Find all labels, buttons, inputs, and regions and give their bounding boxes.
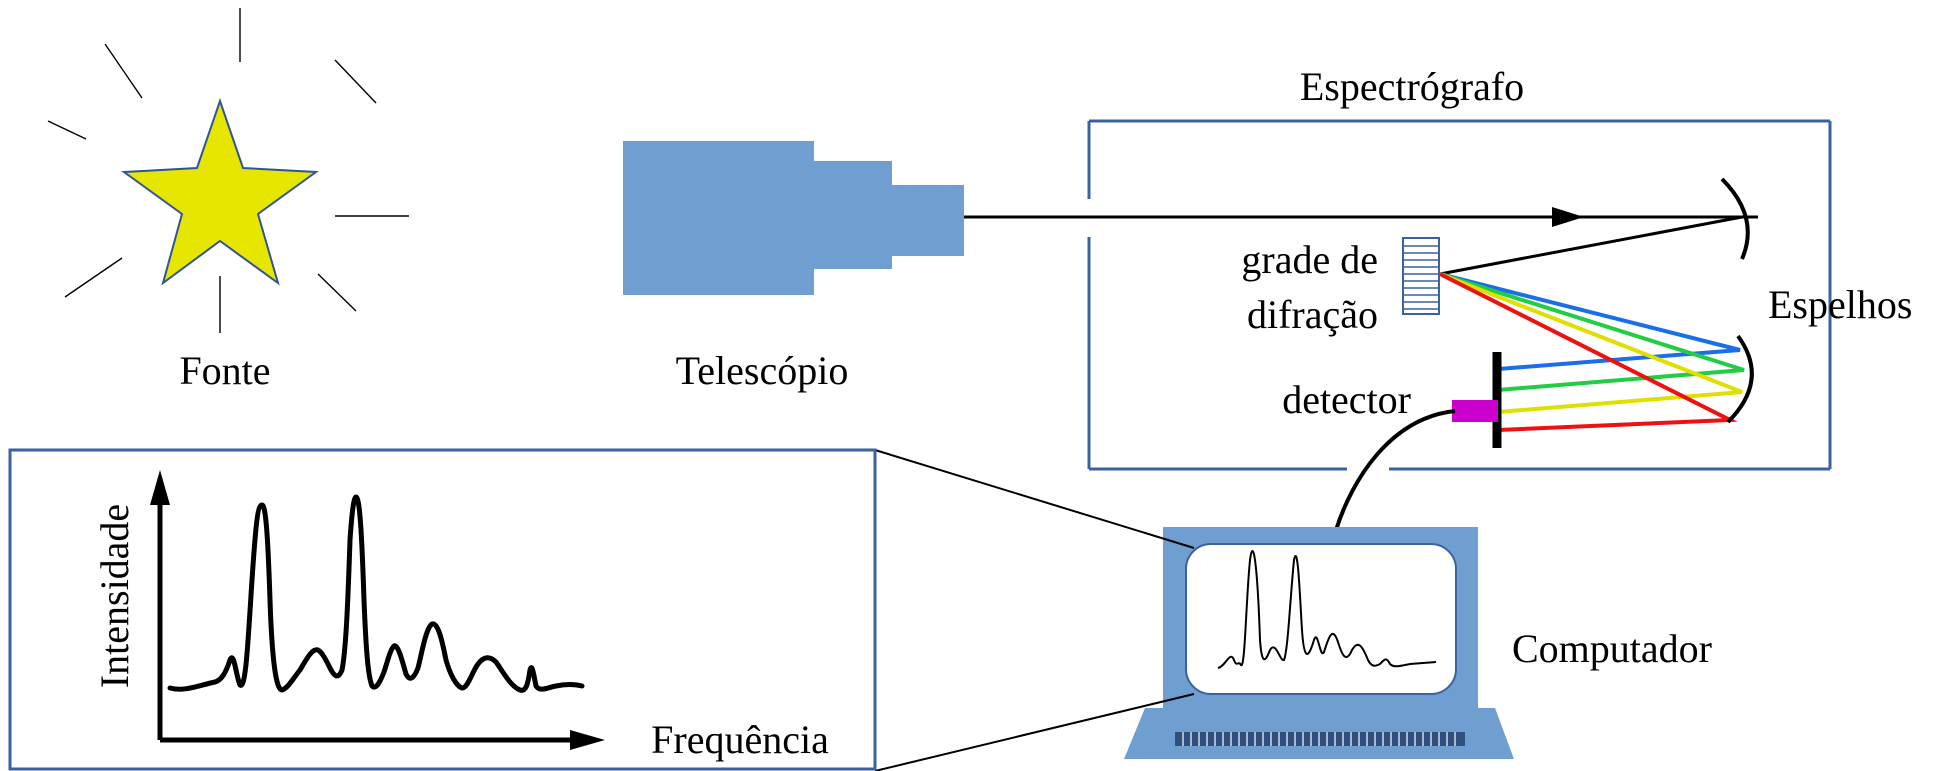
y-axis-arrow bbox=[150, 470, 170, 505]
detector-label: detector bbox=[1282, 377, 1411, 422]
y-axis-label: Intensidade bbox=[92, 504, 137, 688]
spectrum-curve bbox=[167, 494, 585, 693]
telescope-label: Telescópio bbox=[676, 348, 849, 393]
source-group: Fonte bbox=[47, 8, 409, 393]
ray-blue bbox=[1439, 272, 1741, 371]
detector-icon bbox=[1452, 352, 1502, 448]
reflected-beam bbox=[1439, 215, 1743, 276]
light-rays bbox=[47, 8, 409, 333]
ray-green bbox=[1439, 272, 1745, 392]
telescope-icon bbox=[623, 141, 964, 295]
diffraction-grating-icon bbox=[1402, 237, 1440, 315]
x-axis-label: Frequência bbox=[651, 717, 829, 762]
grating-label-line2: difração bbox=[1247, 292, 1378, 337]
star-icon bbox=[121, 97, 319, 286]
x-axis-arrow bbox=[570, 730, 605, 750]
zoom-line-top bbox=[874, 449, 1195, 549]
grating-label-line1: grade de bbox=[1241, 237, 1378, 282]
mirror-icon bbox=[1720, 177, 1750, 260]
mirror-icon bbox=[1726, 334, 1754, 424]
ray-yellow bbox=[1439, 272, 1743, 414]
cable bbox=[1334, 409, 1456, 531]
screen-spectrum bbox=[1217, 550, 1437, 669]
computer-icon bbox=[1124, 527, 1514, 759]
source-label: Fonte bbox=[179, 348, 270, 393]
computer-label: Computador bbox=[1512, 626, 1712, 671]
mirrors-label: Espelhos bbox=[1768, 282, 1912, 327]
zoom-line-bottom bbox=[874, 693, 1195, 771]
spectrum-plot: Intensidade Frequência bbox=[8, 448, 877, 771]
dispersed-spectrum bbox=[1439, 272, 1745, 432]
spectrograph-box bbox=[1087, 119, 1832, 471]
beam-arrow bbox=[1552, 207, 1584, 227]
spectrograph-title: Espectrógrafo bbox=[1300, 64, 1524, 109]
